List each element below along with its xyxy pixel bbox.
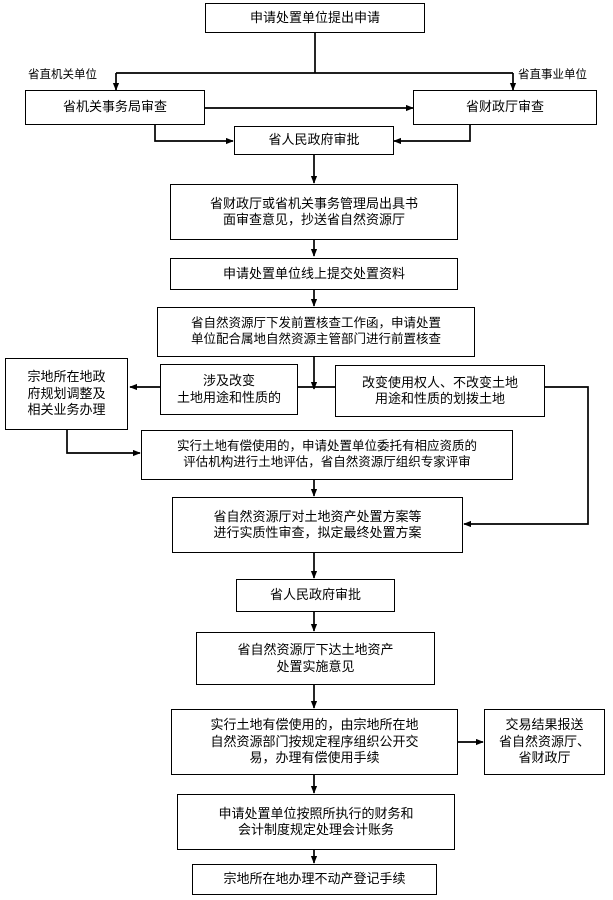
node-apply-label: 申请处置单位提出申请 — [249, 9, 380, 25]
node-paid-use-eval[interactable]: 实行土地有偿使用的，申请处置单位委托有相应资质的 评估机构进行土地评估，省自然资… — [141, 430, 513, 480]
node-planning-adjust[interactable]: 宗地所在地政 府规划调整及 相关业务办理 — [5, 358, 128, 430]
node-report-result[interactable]: 交易结果报送 省自然资源厅、 省财政厅 — [484, 709, 605, 775]
node-issue-opinion[interactable]: 省自然资源厅下达土地资产 处置实施意见 — [196, 632, 435, 685]
node-written-opinion[interactable]: 省财政厅或省机关事务管理局出具书 面审查意见，抄送省自然资源厅 — [170, 184, 458, 240]
node-gov-approve-1-label: 省人民政府审批 — [268, 132, 360, 148]
node-issue-opinion-label: 省自然资源厅下达土地资产 处置实施意见 — [237, 642, 394, 674]
node-online-submit[interactable]: 申请处置单位线上提交处置资料 — [170, 258, 458, 290]
edge-label-right-branch-text: 省直事业单位 — [518, 69, 587, 81]
node-gov-approve-1[interactable]: 省人民政府审批 — [234, 126, 394, 155]
edge-org-to-gov1 — [154, 125, 234, 145]
edge-label-left-branch: 省直机关单位 — [28, 66, 97, 82]
node-finance-review-label: 省财政厅审查 — [465, 99, 544, 115]
edge-allocated-bypass — [463, 386, 589, 528]
node-change-use-label: 涉及改变 土地用途和性质的 — [176, 373, 281, 405]
node-org-review-label: 省机关事务局审查 — [62, 99, 167, 115]
node-online-submit-label: 申请处置单位线上提交处置资料 — [222, 265, 405, 281]
node-apply[interactable]: 申请处置单位提出申请 — [205, 3, 425, 33]
edge-label-left-branch-text: 省直机关单位 — [28, 69, 97, 81]
edge-finance-to-gov1 — [393, 125, 471, 145]
node-public-trade-label: 实行土地有偿使用的，由宗地所在地 自然资源部门按规定程序组织公开交 易，办理有偿… — [210, 717, 419, 766]
node-registration-label: 宗地所在地办理不动产登记手续 — [223, 871, 406, 887]
node-planning-adjust-label: 宗地所在地政 府规划调整及 相关业务办理 — [27, 369, 106, 418]
node-allocated-land-label: 改变使用权人、不改变土地 用途和性质的划拨土地 — [361, 374, 518, 406]
node-substantive-review-label: 省自然资源厅对土地资产处置方案等 进行实质性审查，拟定最终处置方案 — [213, 508, 422, 540]
node-allocated-land[interactable]: 改变使用权人、不改变土地 用途和性质的划拨土地 — [335, 365, 545, 417]
node-gov-approve-2[interactable]: 省人民政府审批 — [236, 579, 395, 612]
node-gov-approve-2-label: 省人民政府审批 — [269, 587, 361, 603]
node-registration[interactable]: 宗地所在地办理不动产登记手续 — [192, 864, 437, 895]
node-substantive-review[interactable]: 省自然资源厅对土地资产处置方案等 进行实质性审查，拟定最终处置方案 — [172, 497, 463, 553]
node-org-review[interactable]: 省机关事务局审查 — [25, 90, 205, 125]
node-written-opinion-label: 省财政厅或省机关事务管理局出具书 面审查意见，抄送省自然资源厅 — [209, 195, 418, 227]
edge-label-right-branch: 省直事业单位 — [518, 66, 587, 82]
node-change-use[interactable]: 涉及改变 土地用途和性质的 — [160, 364, 298, 415]
node-accounting[interactable]: 申请处置单位按照所执行的财务和 会计制度规定处理会计账务 — [177, 794, 455, 850]
node-pre-check-label: 省自然资源厅下发前置核查工作函，申请处置 单位配合属地自然资源主管部门进行前置核… — [190, 316, 441, 346]
node-report-result-label: 交易结果报送 省自然资源厅、 省财政厅 — [498, 717, 590, 766]
node-pre-check[interactable]: 省自然资源厅下发前置核查工作函，申请处置 单位配合属地自然资源主管部门进行前置核… — [157, 307, 475, 357]
node-public-trade[interactable]: 实行土地有偿使用的，由宗地所在地 自然资源部门按规定程序组织公开交 易，办理有偿… — [171, 709, 458, 775]
node-accounting-label: 申请处置单位按照所执行的财务和 会计制度规定处理会计账务 — [218, 805, 414, 837]
node-paid-use-eval-label: 实行土地有偿使用的，申请处置单位委托有相应资质的 评估机构进行土地评估，省自然资… — [176, 439, 477, 469]
node-finance-review[interactable]: 省财政厅审查 — [413, 90, 597, 125]
edge-planning-to-eval — [66, 430, 141, 457]
